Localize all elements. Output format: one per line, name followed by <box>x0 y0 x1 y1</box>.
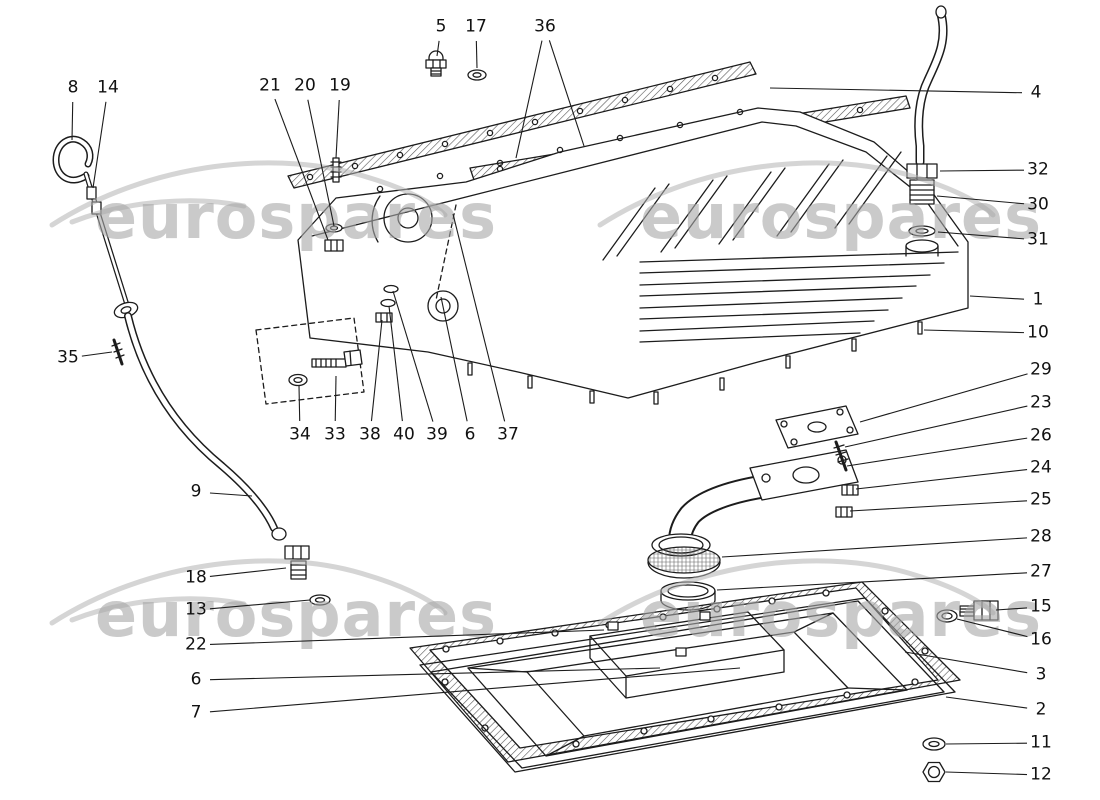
dipstick <box>52 135 139 319</box>
part-label-1: 1 <box>1032 289 1044 310</box>
part-label-15: 15 <box>1030 596 1052 617</box>
breather-fittings <box>905 163 939 257</box>
part-label-8: 8 <box>67 77 79 98</box>
part-label-33: 33 <box>324 424 346 445</box>
part-label-31: 31 <box>1027 229 1049 250</box>
part-label-14: 14 <box>97 77 119 98</box>
watermark-band-top: eurospares eurospares <box>49 160 1042 253</box>
part-label-24: 24 <box>1030 457 1052 478</box>
part-label-10: 10 <box>1027 322 1049 343</box>
part-label-32: 32 <box>1027 159 1049 180</box>
hardware-stack-38-40-39 <box>375 284 399 323</box>
watermark-swoosh-icon <box>49 160 448 228</box>
fitting-5 <box>425 50 447 77</box>
exploded-drawing <box>52 5 999 783</box>
sump-studs <box>467 321 923 405</box>
bolt-33-washer-34 <box>255 317 365 405</box>
oil-pickup-elbow <box>651 440 859 557</box>
dipstick-tube <box>124 312 331 606</box>
watermark-swoosh-icon <box>69 198 247 225</box>
stud-35 <box>111 338 125 366</box>
part-label-16: 16 <box>1030 629 1052 650</box>
leader-lines <box>71 40 1028 776</box>
part-label-26: 26 <box>1030 425 1052 446</box>
part-label-40: 40 <box>393 424 415 445</box>
washer-11-nut-12 <box>922 737 946 783</box>
gasket-29 <box>775 405 859 449</box>
part-label-35: 35 <box>57 347 79 368</box>
part-label-6: 6 <box>464 424 476 445</box>
watermark-text: eurospares <box>640 180 1042 253</box>
part-label-4: 4 <box>1030 82 1042 103</box>
part-label-5: 5 <box>435 16 447 37</box>
breather-pipe <box>914 5 948 167</box>
part-label-29: 29 <box>1030 359 1052 380</box>
part-label-22: 22 <box>185 634 207 655</box>
part-label-38: 38 <box>359 424 381 445</box>
part-label-6: 6 <box>190 669 202 690</box>
part-label-37: 37 <box>497 424 519 445</box>
watermark-band-bottom: eurospares eurospares <box>49 558 1042 651</box>
part-label-17: 17 <box>465 16 487 37</box>
part-label-23: 23 <box>1030 392 1052 413</box>
part-label-7: 7 <box>190 702 202 723</box>
part-label-27: 27 <box>1030 561 1052 582</box>
part-label-21: 21 <box>259 75 281 96</box>
part-label-30: 30 <box>1027 194 1049 215</box>
washer-17 <box>467 69 487 81</box>
part-label-3: 3 <box>1035 664 1047 685</box>
part-label-12: 12 <box>1030 764 1052 785</box>
watermark-swoosh-icon <box>69 596 247 623</box>
part-label-13: 13 <box>185 599 207 620</box>
part-label-28: 28 <box>1030 526 1052 547</box>
watermark-text: eurospares <box>95 578 497 651</box>
watermark-text: eurospares <box>95 180 497 253</box>
lower-sump-pan <box>419 597 956 773</box>
part-label-34: 34 <box>289 424 311 445</box>
part-label-36: 36 <box>534 16 556 37</box>
watermark-text: eurospares <box>640 578 1042 651</box>
watermark-swoosh-icon <box>49 558 448 626</box>
part-label-11: 11 <box>1030 732 1052 753</box>
part-label-2: 2 <box>1035 699 1047 720</box>
upper-sump-casting <box>297 107 969 405</box>
part-label-18: 18 <box>185 567 207 588</box>
part-label-20: 20 <box>294 75 316 96</box>
part-label-39: 39 <box>426 424 448 445</box>
watermark-swoosh-icon <box>597 558 996 626</box>
part-label-19: 19 <box>329 75 351 96</box>
part-label-9: 9 <box>190 481 202 502</box>
part-label-25: 25 <box>1030 489 1052 510</box>
